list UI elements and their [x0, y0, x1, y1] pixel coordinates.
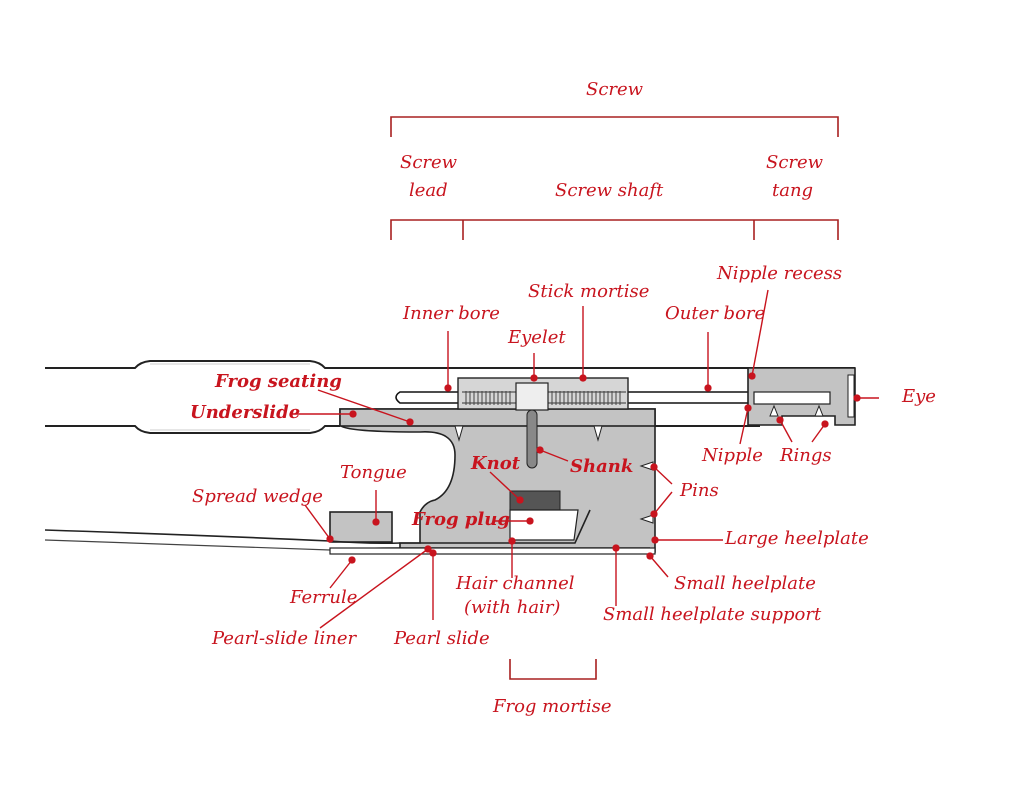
- label-ferrule: Ferrule: [290, 587, 358, 608]
- label-knot: Knot: [471, 453, 521, 474]
- label-small-heelplate: Small heelplate: [674, 573, 816, 594]
- label-screw-shaft: Screw shaft: [555, 180, 664, 201]
- button-tang: [747, 367, 856, 426]
- label-frog-seating: Frog seating: [215, 371, 342, 392]
- label-shank: Shank: [570, 456, 634, 477]
- label-underslide: Underslide: [190, 402, 301, 423]
- label-screw-lead-line2: lead: [409, 180, 448, 201]
- label-eyelet: Eyelet: [508, 327, 566, 348]
- stick-highlight: [150, 363, 310, 431]
- screw-parts-bracket: [390, 219, 839, 240]
- frog-mortise-bracket: [509, 659, 597, 680]
- label-screw-tang-line2: tang: [772, 180, 814, 201]
- label-frog-mortise: Frog mortise: [493, 696, 612, 717]
- label-inner-bore: Inner bore: [403, 303, 500, 324]
- pearl-slide-part: [329, 547, 656, 555]
- label-spread-wedge: Spread wedge: [192, 486, 323, 507]
- label-nipple: Nipple: [702, 445, 763, 466]
- label-outer-bore: Outer bore: [665, 303, 766, 324]
- screw-bracket: [390, 116, 839, 137]
- label-small-heelplate-support: Small heelplate support: [603, 604, 822, 625]
- label-large-heelplate: Large heelplate: [725, 528, 869, 549]
- label-stick-mortise: Stick mortise: [528, 281, 650, 302]
- label-frog-plug: Frog plug: [412, 509, 510, 530]
- label-pins: Pins: [680, 480, 719, 501]
- leader-lines: [290, 289, 879, 629]
- screw-threads: [465, 391, 621, 405]
- label-screw-lead-line1: Screw: [400, 152, 458, 173]
- label-tongue: Tongue: [340, 462, 407, 483]
- hair: [44, 509, 591, 545]
- knot-part: [509, 490, 561, 511]
- shank-part: [526, 409, 538, 469]
- eyelet-part: [515, 382, 549, 411]
- label-pearl-slide-liner: Pearl-slide liner: [212, 628, 357, 649]
- label-nipple-recess: Nipple recess: [717, 263, 843, 284]
- label-pearl-slide: Pearl slide: [394, 628, 490, 649]
- bow-stick: [45, 360, 855, 434]
- label-eye: Eye: [902, 386, 936, 407]
- label-hair-channel-line2: (with hair): [464, 597, 561, 618]
- label-rings: Rings: [780, 445, 832, 466]
- frog-plug-part: [509, 509, 579, 541]
- label-hair-channel-line1: Hair channel: [456, 573, 575, 594]
- frog: [44, 377, 656, 555]
- label-screw: Screw: [586, 79, 644, 100]
- label-screw-tang-line1: Screw: [766, 152, 824, 173]
